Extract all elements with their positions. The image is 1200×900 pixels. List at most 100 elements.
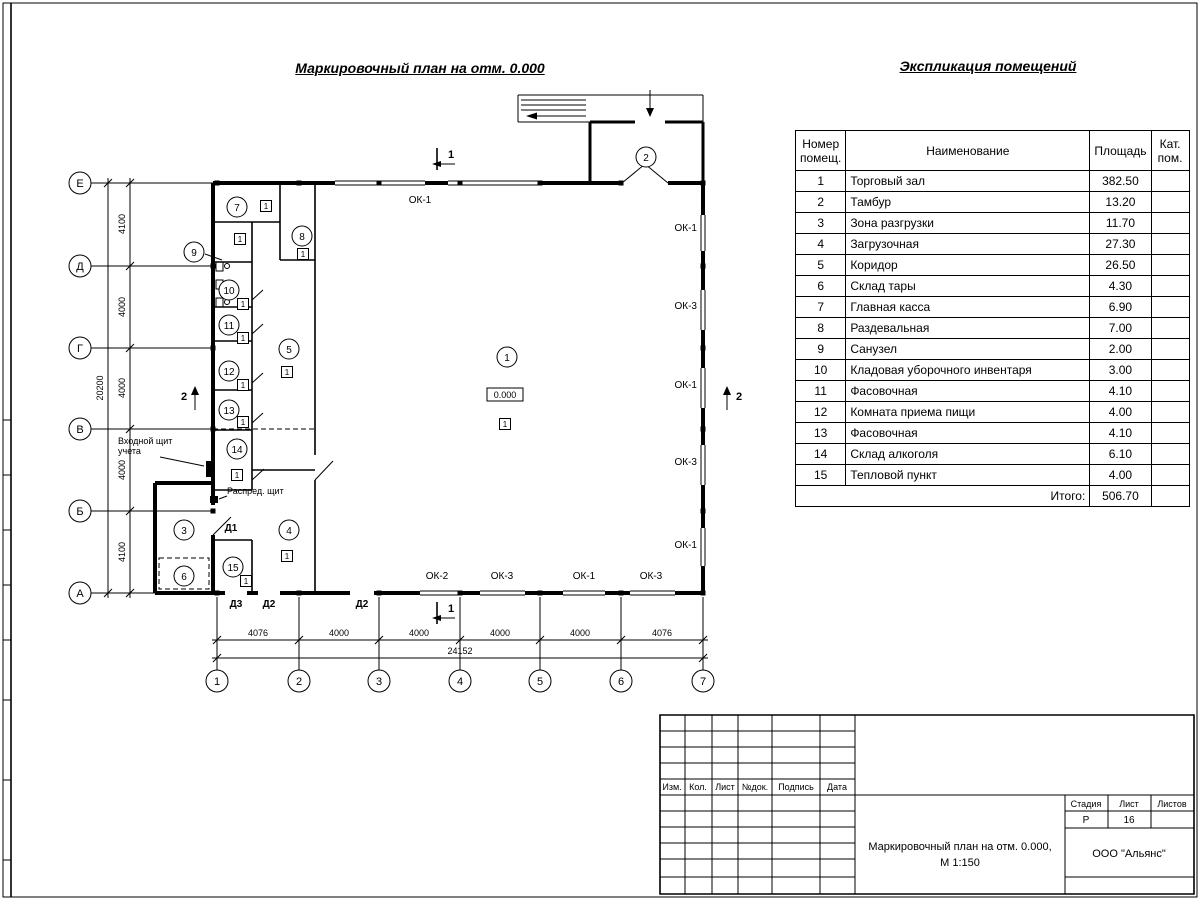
dim-label: 4000 <box>117 297 127 317</box>
distribution-panel-symbol <box>210 496 218 503</box>
room-number: 2 <box>643 153 649 164</box>
dim-label: 4000 <box>409 628 429 638</box>
door-mark: 1 <box>301 250 306 259</box>
window-label: ОК-3 <box>675 301 698 312</box>
explication-title-text: Экспликация помещений <box>899 58 1077 74</box>
title-block-col: Дата <box>827 782 847 792</box>
dim-total-label: 20200 <box>95 375 105 400</box>
dimension-lines <box>103 178 708 663</box>
electrical-panels <box>159 253 228 503</box>
door-tag: Д2 <box>263 599 276 610</box>
dim-label: 4000 <box>117 460 127 480</box>
total-value: 506.70 <box>1089 485 1152 507</box>
room-number: 9 <box>191 248 197 259</box>
axis-label: Д <box>76 261 84 273</box>
doc-title: Маркировочный план на отм. 0.000, <box>868 841 1051 853</box>
stage-value: Р <box>1083 815 1090 826</box>
axis-label: 5 <box>537 676 543 688</box>
window-label: ОК-3 <box>675 457 698 468</box>
window-label: ОК-1 <box>409 195 432 206</box>
door-mark: 1 <box>241 334 246 343</box>
window-label: ОК-1 <box>675 540 698 551</box>
axis-label: Г <box>77 343 83 355</box>
room-number: 10 <box>223 286 235 297</box>
dim-label: 4100 <box>117 214 127 234</box>
window-label: ОК-3 <box>491 571 514 582</box>
section-label: 1 <box>448 149 454 161</box>
axis-label: 2 <box>296 676 302 688</box>
dashed-lines <box>158 428 315 590</box>
room-number: 11 <box>224 321 235 332</box>
door-mark: 1 <box>241 418 246 427</box>
title-block-col: №док. <box>742 782 768 792</box>
axis-label: Б <box>76 506 83 518</box>
annotation-entry-panel: Входной щит <box>118 436 172 446</box>
leader-lines <box>159 253 228 500</box>
door-mark: 1 <box>285 552 290 561</box>
axis-label: 3 <box>376 676 382 688</box>
door-mark: 1 <box>503 420 508 429</box>
room-number: 14 <box>231 445 243 456</box>
window-label: ОК-1 <box>675 380 698 391</box>
plan-title-text: Маркировочный план на отм. 0.000 <box>295 60 545 76</box>
sheets-label: Листов <box>1157 799 1186 809</box>
dim-label: 4100 <box>117 542 127 562</box>
elevation-marker: 0.000 <box>486 387 524 402</box>
room-markers: 1 2 3 4 5 6 7 8 9 10 11 12 13 14 15 <box>173 146 657 587</box>
dim-total-label: 24152 <box>447 646 472 656</box>
axis-label: В <box>76 424 83 436</box>
window-labels: ОК-1 ОК-1 ОК-3 ОК-1 ОК-3 ОК-1 ОК-2 ОК-3 … <box>409 195 698 582</box>
axis-label: Е <box>76 178 83 190</box>
dimension-labels: 4100 4000 4000 4000 4100 20200 4076 4000… <box>95 214 672 656</box>
total-label: Итого: <box>794 485 1091 507</box>
axis-label: 1 <box>214 676 220 688</box>
room-number: 1 <box>504 353 510 364</box>
section-label: 2 <box>736 391 742 403</box>
axis-label: 6 <box>618 676 624 688</box>
dim-label: 4076 <box>652 628 672 638</box>
sheet-label: Лист <box>1119 799 1139 809</box>
section-label: 1 <box>448 603 454 615</box>
stage-label: Стадия <box>1071 799 1102 809</box>
interior-walls <box>213 183 316 593</box>
sheet-value: 16 <box>1123 815 1135 826</box>
col-header-name: Наименование <box>845 130 1091 171</box>
elevation-value: 0.000 <box>494 390 517 400</box>
room-number: 12 <box>223 367 235 378</box>
room-number: 15 <box>227 563 239 574</box>
room-number: 5 <box>286 345 292 356</box>
explication-title: Экспликация помещений <box>795 58 1181 74</box>
door-mark: 1 <box>241 381 246 390</box>
entrance-arrow <box>646 90 654 117</box>
axis-label: 7 <box>700 676 706 688</box>
axis-lines <box>91 182 704 670</box>
door-mark-squares: 1 1 1 1 1 1 1 1 1 1 1 1 <box>231 200 511 587</box>
axis-label: 4 <box>457 676 463 688</box>
total-row: Итого: 506.70 <box>794 485 1190 507</box>
door-mark: 1 <box>238 235 243 244</box>
loading-ramp <box>517 94 704 123</box>
dim-label: 4000 <box>570 628 590 638</box>
annotation-entry-panel: учета <box>118 446 141 456</box>
door-tag: Д1 <box>225 523 238 534</box>
doc-title: М 1:150 <box>940 857 980 869</box>
vestibule-walls <box>588 120 705 183</box>
